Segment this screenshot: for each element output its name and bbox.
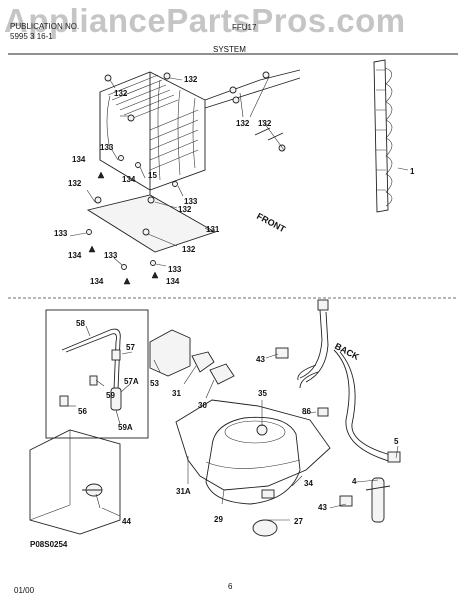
inset-box-dryer xyxy=(45,309,149,439)
drier-assembly xyxy=(59,328,122,411)
diagram-code: P08S0254 xyxy=(30,540,68,549)
callout-133: 133 xyxy=(104,251,118,260)
front-label: FRONT xyxy=(255,211,288,235)
callout-132: 132 xyxy=(178,205,192,214)
suction-line xyxy=(204,69,301,101)
back-label: BACK xyxy=(333,341,361,362)
callout-30: 30 xyxy=(198,401,207,410)
drip-plate xyxy=(86,194,217,253)
callout-134: 134 xyxy=(90,277,104,286)
callout-133: 133 xyxy=(100,143,114,152)
callout-27: 27 xyxy=(294,517,303,526)
callout-35: 35 xyxy=(258,389,267,398)
relay-cover xyxy=(149,329,191,377)
callout-43: 43 xyxy=(318,503,327,512)
callout-53: 53 xyxy=(150,379,159,388)
callout-133: 133 xyxy=(184,197,198,206)
callout-56: 56 xyxy=(78,407,87,416)
wall-bracket-inset xyxy=(29,429,121,535)
callout-31: 31 xyxy=(172,389,181,398)
capillary-line xyxy=(204,77,301,109)
model-number: FFU17 xyxy=(232,23,257,32)
evaporator-coil xyxy=(99,71,206,215)
callout-5: 5 xyxy=(394,437,399,446)
callout-1: 1 xyxy=(410,167,415,176)
publication-line-1: PUBLICATION NO. xyxy=(10,22,80,31)
callout-59: 59 xyxy=(106,391,115,400)
callout-132: 132 xyxy=(184,75,198,84)
callout-43: 43 xyxy=(256,355,265,364)
callout-132: 132 xyxy=(68,179,82,188)
leader-lines-inset xyxy=(64,325,133,425)
line-clip xyxy=(254,127,284,141)
callout-134: 134 xyxy=(68,251,82,260)
callout-58: 58 xyxy=(76,319,85,328)
clip-43-lower xyxy=(339,495,353,507)
publication-line-2: 5995 3 16-1 xyxy=(10,32,53,41)
callout-labels: 132 132 132 132 132 132 132 133 133 133 … xyxy=(54,75,415,526)
callout-132: 132 xyxy=(182,245,196,254)
callout-132: 132 xyxy=(114,89,128,98)
section-title: SYSTEM xyxy=(213,45,246,54)
wiring-harness xyxy=(297,299,401,463)
callout-132: 132 xyxy=(258,119,272,128)
callout-131: 131 xyxy=(206,225,220,234)
callout-86: 86 xyxy=(302,407,311,416)
publication-info: PUBLICATION NO. 5995 3 16-1 xyxy=(10,22,79,42)
callout-44: 44 xyxy=(122,517,131,526)
terminal-86 xyxy=(317,407,329,417)
callout-132: 132 xyxy=(236,119,250,128)
grommet xyxy=(252,519,278,537)
callout-57A: 57A xyxy=(124,377,139,386)
callout-29: 29 xyxy=(214,515,223,524)
drain-tube xyxy=(365,477,391,523)
fasteners-top xyxy=(86,71,286,285)
callout-59A: 59A xyxy=(118,423,133,432)
leader-lines-top xyxy=(69,76,285,267)
callout-133: 133 xyxy=(54,229,68,238)
callout-57: 57 xyxy=(126,343,135,352)
callout-4: 4 xyxy=(352,477,357,486)
compressor xyxy=(175,399,331,505)
overload-protector xyxy=(209,363,235,385)
clip-43-upper xyxy=(275,347,289,359)
callout-134: 134 xyxy=(166,277,180,286)
condenser-coil xyxy=(373,59,393,213)
callout-133: 133 xyxy=(168,265,182,274)
callout-134: 134 xyxy=(72,155,86,164)
callout-31A: 31A xyxy=(176,487,191,496)
callout-34: 34 xyxy=(304,479,313,488)
callout-134: 134 xyxy=(122,175,136,184)
footer-date: 01/00 xyxy=(14,586,35,595)
page-number: 6 xyxy=(228,582,233,591)
relay xyxy=(191,351,215,373)
leader-lines-bottom xyxy=(101,353,399,521)
callout-15: 15 xyxy=(148,171,157,180)
